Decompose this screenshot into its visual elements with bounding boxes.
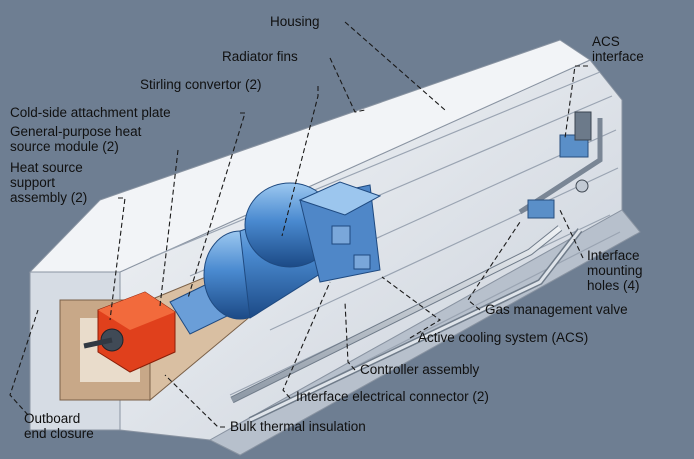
label-housing: Housing	[270, 14, 320, 29]
label-mounting-line1: Interface	[587, 248, 640, 263]
label-acs: Active cooling system (ACS)	[418, 330, 588, 345]
cooling-tubes	[230, 118, 603, 423]
label-elec-connector: Interface electrical connector (2)	[296, 389, 489, 404]
label-gas-valve-text: Gas management valve	[485, 302, 628, 317]
label-hssa-line1: Heat source	[10, 160, 83, 175]
label-acs-interface: ACS interface	[592, 34, 644, 64]
label-acs-text: Active cooling system (ACS)	[418, 330, 589, 345]
label-stirling-convertor-text: Stirling convertor (2)	[140, 77, 262, 92]
label-interface-mounting: Interface mounting holes (4)	[587, 248, 643, 293]
label-bulk-insulation: Bulk thermal insulation	[230, 419, 366, 434]
label-gphs-line1: General-purpose heat	[10, 124, 142, 139]
label-stirling-convertor: Stirling convertor (2)	[140, 77, 262, 92]
label-mounting-line3: holes (4)	[587, 278, 640, 293]
label-acs-interface-line1: ACS	[592, 34, 620, 49]
label-heat-source-support: Heat source support assembly (2)	[10, 160, 87, 205]
heat-source-module	[83, 291, 176, 373]
label-acs-interface-line2: interface	[592, 49, 644, 64]
label-controller-text: Controller assembly	[360, 362, 480, 377]
label-outboard-line1: Outboard	[24, 411, 81, 426]
label-outboard-closure: Outboard end closure	[24, 411, 94, 441]
label-radiator-fins-text: Radiator fins	[222, 49, 298, 64]
label-outboard-line2: end closure	[24, 426, 94, 441]
label-cold-side-plate-text: Cold-side attachment plate	[10, 105, 171, 120]
label-radiator-fins: Radiator fins	[222, 49, 298, 64]
acs-interface-hardware	[527, 111, 592, 219]
label-hssa-line3: assembly (2)	[10, 190, 88, 205]
label-mounting-line2: mounting	[587, 263, 643, 278]
label-gphs-line2: source module (2)	[10, 139, 119, 154]
label-controller: Controller assembly	[360, 362, 479, 377]
label-bulk-insulation-text: Bulk thermal insulation	[230, 419, 366, 434]
label-hssa-line2: support	[10, 175, 56, 190]
stirling-convertor	[169, 181, 382, 335]
leader-lines	[9, 21, 588, 428]
label-gphs: General-purpose heat source module (2)	[10, 124, 141, 154]
label-housing-text: Housing	[270, 14, 320, 29]
label-cold-side-plate: Cold-side attachment plate	[10, 105, 171, 120]
label-gas-valve: Gas management valve	[485, 302, 628, 317]
label-elec-connector-text: Interface electrical connector (2)	[296, 389, 489, 404]
